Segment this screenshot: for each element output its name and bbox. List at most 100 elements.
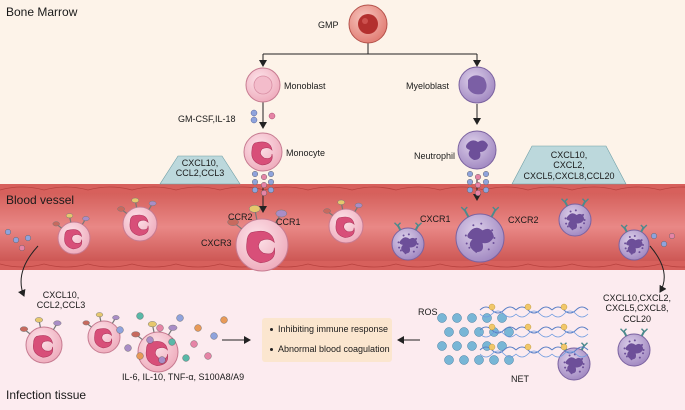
neutrophil-nucleus bbox=[626, 238, 643, 254]
receptor-head bbox=[248, 204, 261, 213]
ros-particle bbox=[467, 341, 477, 351]
endothelial-cell bbox=[659, 263, 685, 268]
receptor-head bbox=[65, 213, 74, 219]
endothelial-cell bbox=[131, 263, 177, 268]
endothelial-cell bbox=[307, 186, 353, 191]
net-strand bbox=[551, 306, 589, 314]
monoblast-cell bbox=[245, 67, 281, 103]
chemokine-dot bbox=[651, 232, 658, 239]
endothelial-cell bbox=[131, 186, 177, 191]
tissue-left-chemokine-label: CXCL10, CCL2,CCL3 bbox=[36, 290, 86, 311]
monocyte-nucleus bbox=[246, 230, 276, 264]
cytokine-particle bbox=[220, 316, 228, 324]
chemokine-dot bbox=[251, 186, 258, 193]
endothelial-cell bbox=[219, 186, 265, 191]
ros-particle bbox=[444, 355, 454, 365]
chemokine-dot bbox=[19, 244, 26, 251]
monocyte-body bbox=[235, 218, 289, 272]
ros-particle bbox=[459, 327, 469, 337]
ros-particle bbox=[437, 341, 447, 351]
receptor-head bbox=[582, 198, 589, 203]
gmp-label: GMP bbox=[318, 20, 339, 30]
chemokine-dot bbox=[467, 170, 474, 177]
receptor-head bbox=[492, 206, 500, 212]
net-strands bbox=[479, 303, 589, 358]
ros-particle bbox=[467, 313, 477, 323]
endothelial-cell bbox=[43, 186, 89, 191]
net-strand bbox=[479, 330, 517, 338]
monocyte-body bbox=[137, 331, 179, 373]
chemokine-dot bbox=[467, 178, 474, 185]
granule bbox=[638, 356, 641, 359]
chemokine-dot bbox=[475, 173, 482, 180]
chemokine-dot bbox=[467, 186, 474, 193]
monocyte-body bbox=[25, 326, 63, 364]
gmp-cell bbox=[348, 4, 388, 44]
blood-vessel-label: Blood vessel bbox=[6, 193, 75, 207]
receptor-head bbox=[640, 224, 648, 229]
myeloblast-cell bbox=[458, 66, 496, 104]
receptor-head bbox=[131, 331, 141, 338]
cytokine-particle bbox=[182, 354, 190, 362]
granule bbox=[465, 242, 468, 245]
net-strand bbox=[551, 326, 589, 334]
chemokine-dot bbox=[475, 189, 482, 196]
net-strand bbox=[551, 350, 589, 358]
granule bbox=[412, 250, 415, 253]
granule bbox=[492, 241, 495, 244]
endothelial-cell bbox=[615, 263, 661, 268]
ros-particle bbox=[474, 327, 484, 337]
chemokine-dot bbox=[268, 186, 275, 193]
monocyte-nucleus bbox=[335, 216, 355, 238]
cytokine-particle bbox=[136, 312, 144, 320]
receptor-head bbox=[52, 221, 60, 227]
endothelial-cell bbox=[351, 263, 397, 268]
chemokine-dot-columns bbox=[4, 170, 676, 251]
chemokine-dot bbox=[483, 170, 490, 177]
receptor-stalk bbox=[463, 208, 470, 218]
net-strand bbox=[479, 306, 517, 314]
cytokine-particle bbox=[204, 352, 212, 360]
vessel-cells bbox=[52, 197, 650, 272]
receptor-head bbox=[148, 200, 157, 206]
receptor-head bbox=[147, 321, 157, 328]
granule bbox=[564, 217, 567, 220]
endothelial-cell bbox=[87, 263, 133, 268]
granule bbox=[582, 363, 585, 365]
cytokine-particle bbox=[158, 356, 166, 364]
chemokine-dot bbox=[483, 178, 490, 185]
receptor-head bbox=[112, 315, 120, 321]
endothelial-cell bbox=[439, 186, 485, 191]
endothelial-cell bbox=[527, 186, 573, 191]
granule bbox=[464, 234, 467, 237]
granule bbox=[565, 369, 568, 372]
endothelial-cell bbox=[395, 186, 441, 191]
chemokine-dot bbox=[251, 178, 258, 185]
granule bbox=[623, 347, 626, 350]
net-granule bbox=[488, 343, 496, 351]
granule bbox=[574, 209, 577, 212]
endothelial-cell bbox=[483, 263, 529, 268]
net-strand bbox=[479, 326, 517, 334]
monocyte-nucleus bbox=[94, 328, 113, 349]
granule bbox=[633, 235, 636, 238]
cytokine-particle bbox=[190, 340, 198, 348]
granule bbox=[398, 246, 401, 249]
chemokine-dot bbox=[483, 186, 490, 193]
granule bbox=[472, 224, 475, 227]
monocyte-body bbox=[122, 206, 158, 242]
chemokine-dot bbox=[261, 189, 268, 196]
chemokine-dot bbox=[25, 234, 32, 241]
net-strand bbox=[515, 346, 553, 354]
granule bbox=[641, 247, 644, 250]
granule bbox=[416, 246, 419, 249]
neutrophil-label: Neutrophil bbox=[414, 151, 456, 161]
monocyte-cell bbox=[243, 132, 283, 172]
receptor-head bbox=[82, 216, 90, 222]
cytokine-particle bbox=[210, 332, 218, 340]
chemokine-dot bbox=[669, 232, 676, 239]
endothelial-cell bbox=[571, 186, 617, 191]
monocyte-body bbox=[328, 208, 364, 244]
outcome-text: Abnormal blood coagulation bbox=[278, 344, 390, 354]
